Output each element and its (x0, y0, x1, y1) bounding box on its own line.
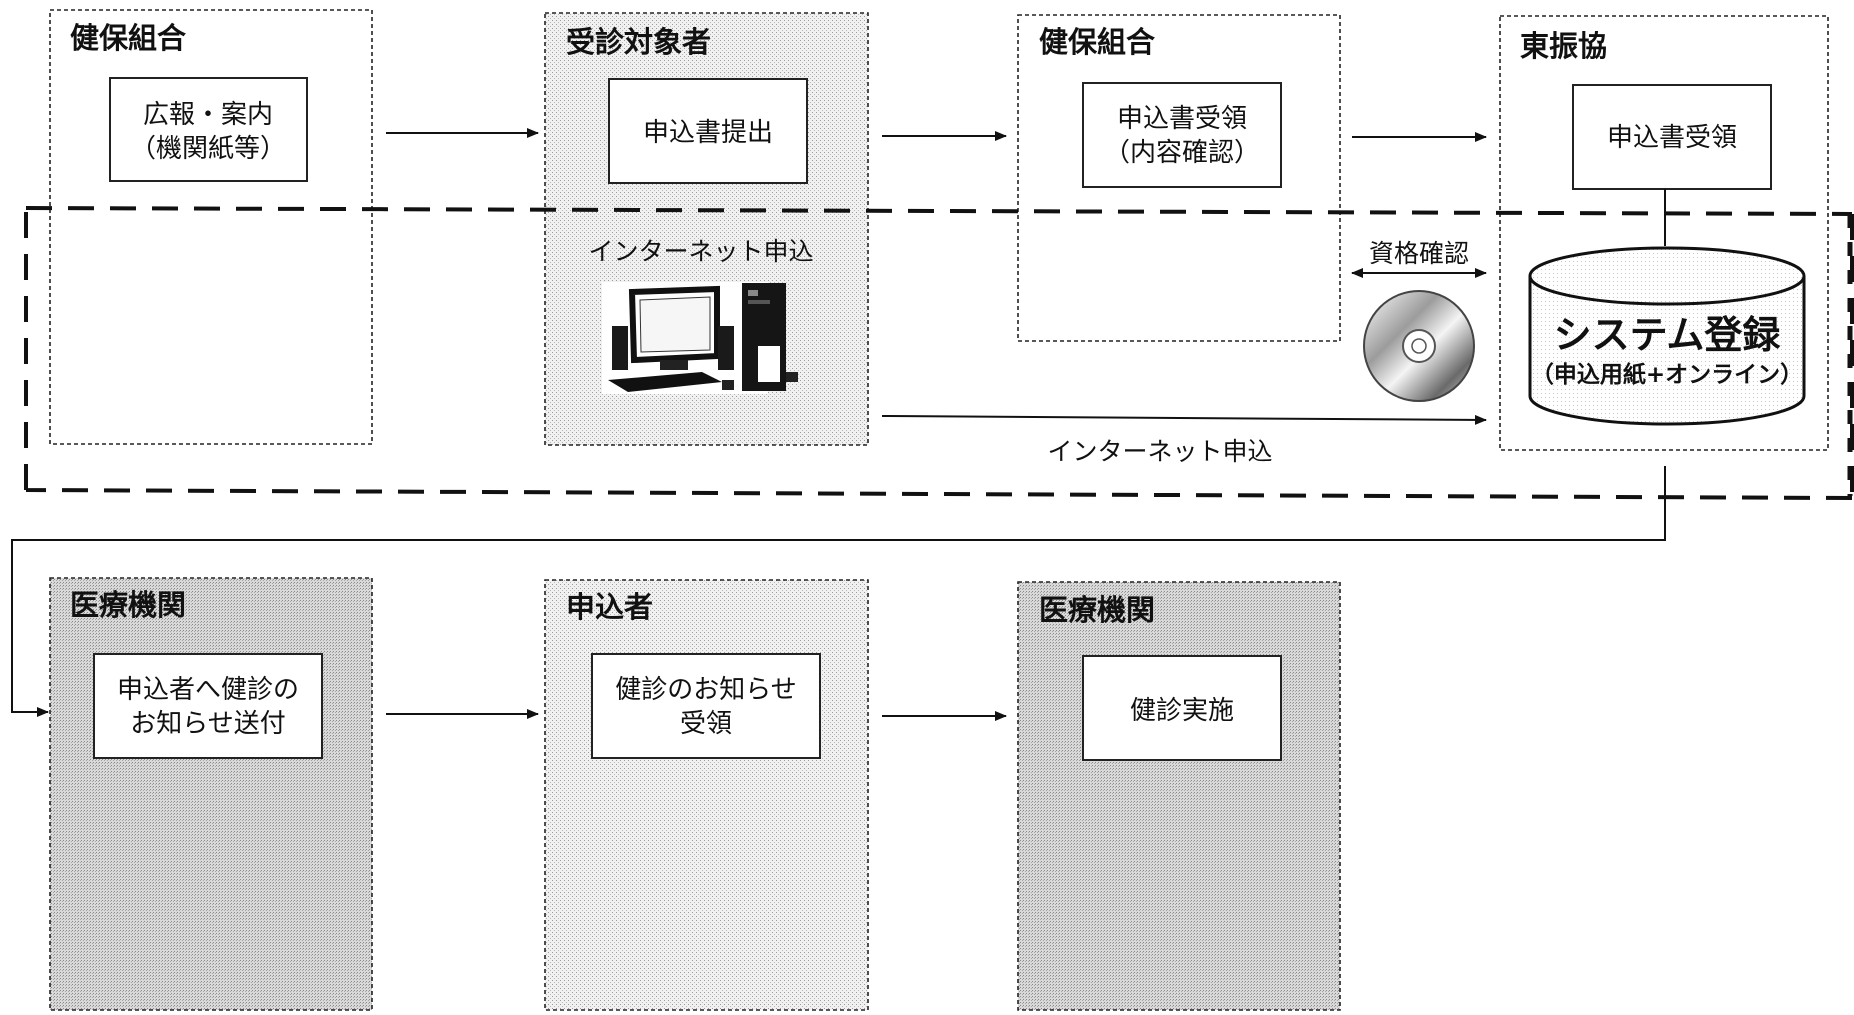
system-subtitle: （申込用紙+オンライン） (1531, 361, 1803, 388)
box-line: 健診のお知らせ (615, 675, 796, 705)
process-box (608, 78, 808, 184)
lane-title: 申込者 (566, 590, 653, 624)
process-box (591, 653, 821, 759)
flow-arrow-to-medical (11, 466, 1666, 717)
lane-title: 受診対象者 (566, 25, 711, 59)
internet-apply-arrow-label: インターネット申込 (1047, 437, 1272, 466)
lane-title: 健保組合 (1039, 25, 1155, 59)
lane-medical-1: 医療機関 申込者へ健診の お知らせ送付 (49, 577, 373, 1011)
process-box (1572, 84, 1772, 190)
box-line: （機関紙等） (130, 134, 286, 164)
lane-title: 医療機関 (1039, 593, 1155, 627)
box-line: 申込書提出 (643, 118, 773, 148)
internet-apply-arrow (881, 414, 1487, 425)
lane-insurer-2: 健保組合 申込書受領 （内容確認） (1017, 14, 1341, 342)
cd-icon (1363, 290, 1475, 402)
lane-medical-2: 医療機関 健診実施 (1017, 581, 1341, 1011)
box-line: 申込書受領 (1607, 123, 1737, 153)
computer-icon (602, 282, 798, 394)
box-line: （内容確認） (1104, 138, 1260, 168)
process-box (1082, 655, 1282, 761)
box-line: 受領 (680, 709, 732, 739)
lane-title: 東振協 (1520, 29, 1607, 63)
process-box (1082, 82, 1282, 188)
process-box (93, 653, 323, 759)
process-box (109, 77, 308, 182)
box-line: 広報・案内 (143, 100, 273, 130)
lane-insurer-1: 健保組合 広報・案内 （機関紙等） (49, 9, 373, 445)
system-title: システム登録 (1554, 313, 1782, 357)
lane-examinee: 受診対象者 申込書提出 インターネット申込 (544, 12, 869, 446)
lane-title: 医療機関 (70, 588, 186, 622)
qualification-check-label: 資格確認 (1369, 239, 1469, 268)
lane-toshinkyo: 東振協 申込書受領 システム登録 （申込用紙+オンライン） (1499, 15, 1829, 451)
box-line: お知らせ送付 (130, 709, 285, 739)
box-line: 申込者へ健診の (117, 675, 299, 705)
box-line: 健診実施 (1130, 696, 1234, 726)
database-icon (1528, 246, 1806, 426)
internet-apply-label: インターネット申込 (588, 237, 813, 266)
lane-title: 健保組合 (70, 21, 186, 55)
box-line: 申込書受領 (1117, 104, 1247, 134)
lane-applicant: 申込者 健診のお知らせ 受領 (544, 579, 869, 1011)
